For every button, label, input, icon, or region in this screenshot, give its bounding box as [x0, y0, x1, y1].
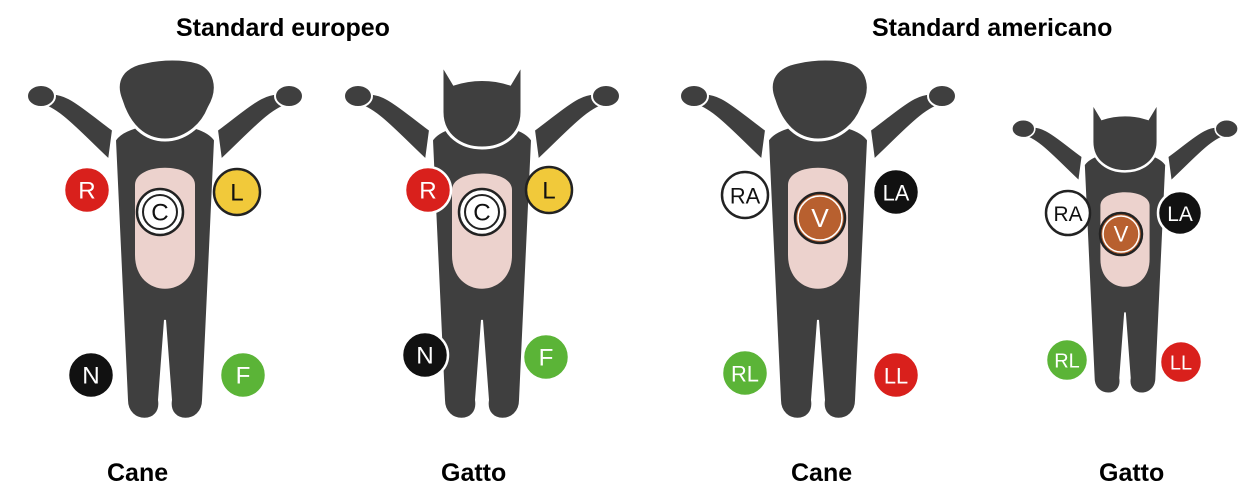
electrode-label: V	[811, 203, 829, 233]
electrode-label: RA	[1053, 203, 1082, 226]
american-cat-electrode-right-leg: RL	[1046, 339, 1088, 381]
european-dog-electrode-right-leg: N	[68, 352, 114, 398]
american-dog-electrode-left-leg: LL	[873, 352, 919, 398]
american-dog-electrode-left-arm: LA	[873, 169, 919, 215]
electrode-label: C	[473, 199, 490, 226]
american-cat-electrode-left-arm: LA	[1158, 191, 1202, 235]
cat-head	[442, 64, 522, 148]
electrode-label: RL	[1054, 351, 1080, 373]
european-dog-electrode-left-leg: F	[220, 352, 266, 398]
electrode-label: L	[230, 179, 243, 206]
electrode-label: RL	[731, 361, 759, 386]
european-cat-figure	[344, 64, 620, 419]
electrode-label: F	[236, 362, 251, 389]
american-dog-electrode-right-leg: RL	[722, 350, 768, 396]
european-dog-electrode-chest: C	[137, 189, 183, 235]
european-dog-electrode-left-arm: L	[214, 169, 260, 215]
american-cat-electrode-left-leg: LL	[1160, 341, 1202, 383]
electrode-label: N	[416, 342, 433, 369]
electrode-label: RA	[730, 183, 761, 208]
european-cat-electrode-right-leg: N	[402, 332, 448, 378]
electrode-label: LA	[1167, 203, 1193, 226]
electrode-label: LL	[884, 363, 908, 388]
european-cat-electrode-right-arm: R	[405, 167, 451, 213]
electrode-label: R	[78, 177, 95, 204]
electrode-label: L	[542, 177, 555, 204]
european-cat-electrode-left-leg: F	[523, 334, 569, 380]
electrode-label: V	[1114, 222, 1129, 247]
american-cat-electrode-chest: V	[1100, 213, 1142, 255]
electrode-label: C	[151, 199, 168, 226]
electrode-label: LA	[883, 180, 910, 205]
electrode-label: LL	[1170, 353, 1192, 375]
american-cat-electrode-right-arm: RA	[1046, 191, 1090, 235]
electrode-label: F	[539, 344, 554, 371]
cat-head	[1092, 102, 1158, 171]
american-dog-electrode-chest: V	[795, 193, 845, 243]
american-dog-electrode-right-arm: RA	[722, 172, 768, 218]
electrode-label: N	[82, 362, 99, 389]
electrode-label: R	[419, 177, 436, 204]
european-dog-electrode-right-arm: R	[64, 167, 110, 213]
european-cat-electrode-chest: C	[459, 189, 505, 235]
european-cat-electrode-left-arm: L	[526, 167, 572, 213]
